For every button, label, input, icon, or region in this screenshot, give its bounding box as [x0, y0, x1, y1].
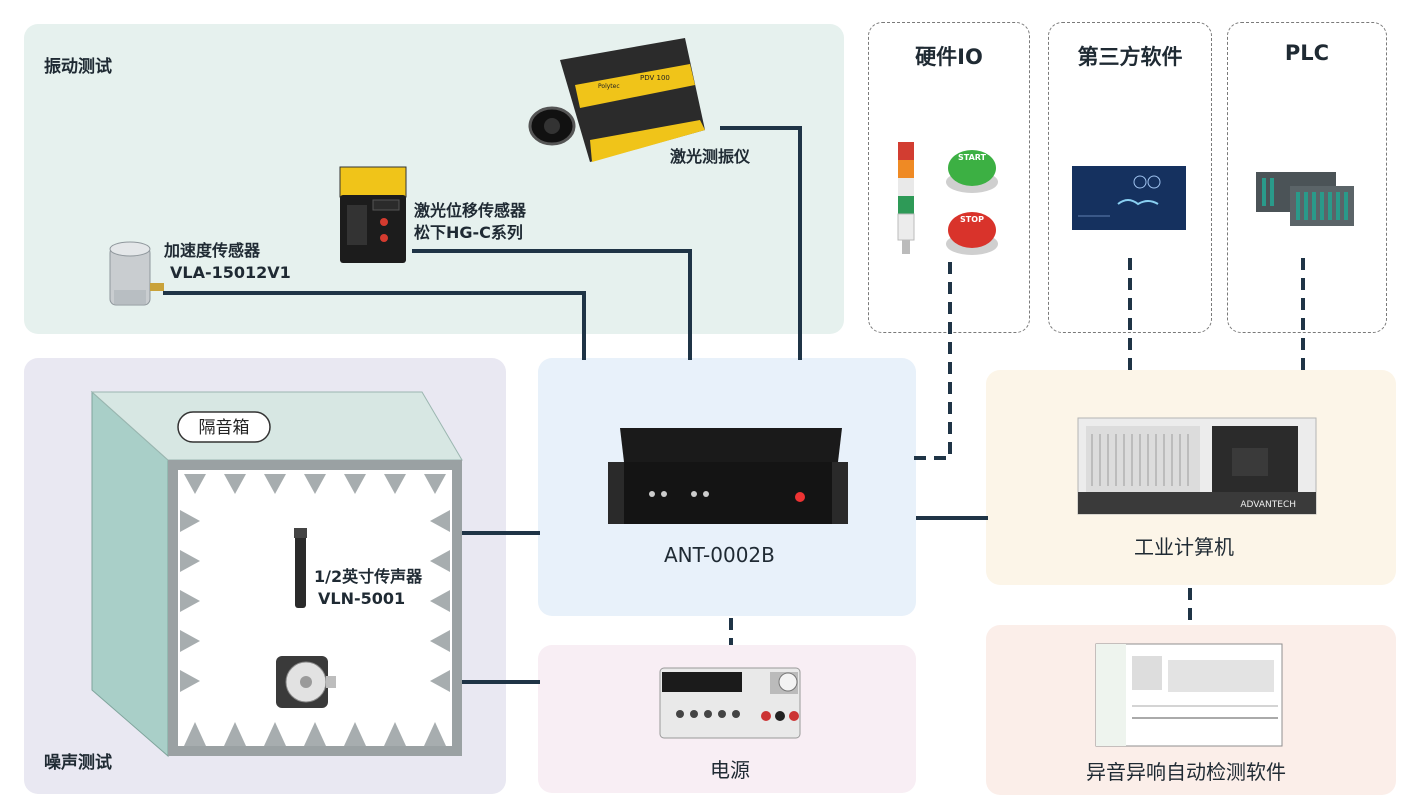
laser-displacement-name: 激光位移传感器 [414, 201, 527, 220]
ant-label: ANT-0002B [664, 543, 775, 567]
hardware-io-title: 硬件IO [915, 45, 983, 69]
laser-displacement-link [412, 249, 692, 360]
start-button-icon: START [946, 150, 998, 193]
plc-box: PLC [1227, 22, 1387, 333]
laser-displacement-model: 松下HG-C系列 [414, 223, 523, 242]
laser-displacement-label: 激光位移传感器 松下HG-C系列 [414, 200, 526, 244]
signal-tower-icon [897, 142, 915, 254]
start-text: START [958, 153, 987, 162]
dashed-connections [729, 258, 1305, 645]
noise-test-title: 噪声测试 [44, 753, 112, 773]
ant-device-icon [608, 428, 848, 524]
laser-displacement-sensor-icon [339, 166, 407, 263]
power-label: 电源 [710, 758, 750, 782]
vibration-test-panel [24, 24, 844, 334]
accelerometer-name: 加速度传感器 [164, 241, 261, 260]
laser-vibrometer-label: 激光测振仪 [670, 147, 751, 166]
plc-icon [1256, 172, 1354, 226]
third-party-dashboard-icon [1072, 166, 1186, 230]
accelerometer-link [163, 291, 586, 360]
stop-button-icon: STOP [946, 212, 998, 255]
ipc-brand-text: ADVANTECH [1240, 500, 1296, 510]
sound-isolation-box: 隔音箱 [90, 390, 463, 758]
microphone-name: 1/2英寸传声器 [314, 567, 423, 586]
software-label: 异音异响自动检测软件 [1086, 760, 1286, 784]
laser-vibrometer-icon: PDV 100 Polytec [528, 38, 705, 162]
accelerometer-icon [109, 241, 164, 306]
stop-text: STOP [960, 215, 984, 224]
motor-icon [276, 656, 336, 708]
vibration-test-title: 振动测试 [44, 57, 112, 77]
laser-vibrometer-link [720, 126, 802, 360]
plc-title: PLC [1284, 41, 1330, 65]
microphone-label: 1/2英寸传声器 VLN-5001 [314, 566, 422, 610]
microphone-icon [294, 528, 307, 608]
vibrometer-brand-text: Polytec [598, 83, 620, 90]
accelerometer-label: 加速度传感器 VLA-15012V1 [164, 240, 291, 284]
software-screenshot-icon [1095, 643, 1283, 747]
third-party-software-title: 第三方软件 [1077, 45, 1183, 69]
ipc-label: 工业计算机 [1134, 535, 1234, 559]
vibrometer-model-text: PDV 100 [640, 74, 670, 82]
industrial-computer-icon: ADVANTECH [1077, 417, 1317, 515]
isolation-box-label: 隔音箱 [199, 418, 250, 438]
hardware-io-link [914, 262, 952, 460]
microphone-model: VLN-5001 [318, 589, 406, 608]
power-supply-icon [659, 667, 801, 739]
accelerometer-model: VLA-15012V1 [170, 263, 291, 282]
